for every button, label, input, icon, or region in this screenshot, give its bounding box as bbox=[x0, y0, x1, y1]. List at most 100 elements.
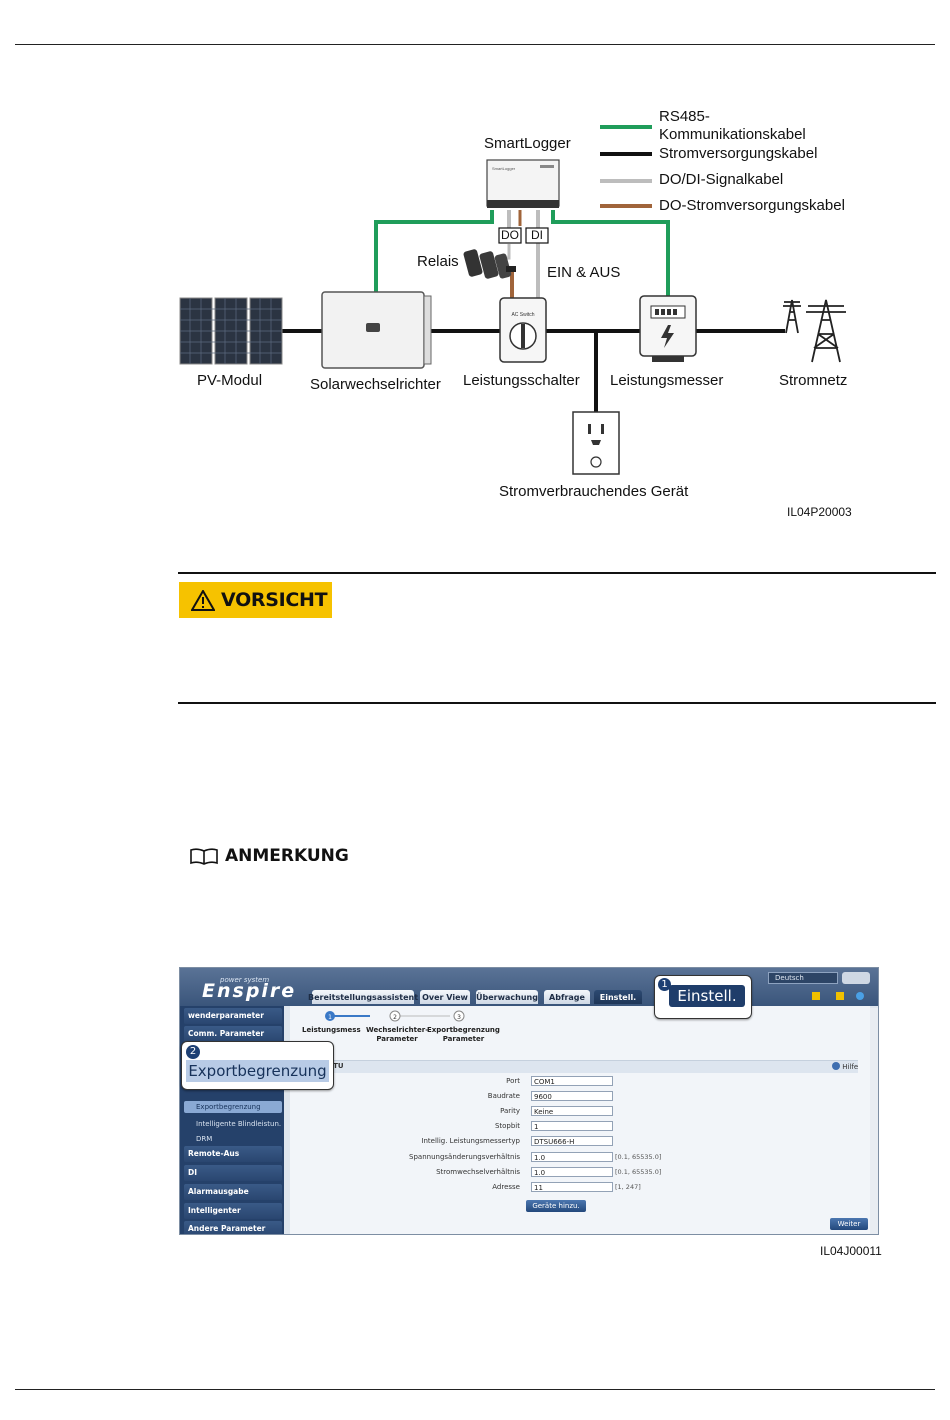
screenshot-code: IL04J00011 bbox=[820, 1244, 882, 1258]
meter-label: Leistungsmesser bbox=[610, 372, 724, 389]
step-2-label: Wechselrichter- Parameter bbox=[366, 1026, 429, 1043]
field-label-stopbit: Stopbit bbox=[494, 1122, 520, 1130]
legend-do-power-label: DO-Stromversorgungskabel bbox=[659, 197, 845, 214]
stopbit-select[interactable]: 1 bbox=[531, 1121, 613, 1131]
callout-2-number: 2 bbox=[186, 1045, 200, 1059]
field-label-current-ratio: Stromwechselverhältnis bbox=[436, 1168, 520, 1176]
callout-1-text: Einstell. bbox=[669, 985, 745, 1007]
rs485-cable-inverter bbox=[374, 210, 494, 298]
callout-export-limitation: 2 Exportbegrenzung bbox=[181, 1041, 334, 1090]
caution-label: VORSICHT bbox=[221, 589, 328, 611]
di-box bbox=[525, 227, 549, 244]
sidebar-sub-export-limitation[interactable]: Exportbegrenzung bbox=[196, 1103, 261, 1111]
legend-rs485-label: RS485- Kommunikationskabel bbox=[659, 108, 806, 143]
do-box bbox=[498, 227, 522, 244]
meter-type-select[interactable]: DTSU666-H bbox=[531, 1136, 613, 1146]
sidebar-item-other-parameters[interactable]: Andere Parameter bbox=[184, 1221, 282, 1234]
grid-label: Stromnetz bbox=[779, 372, 848, 389]
app-header: power system Enspire Bereitstellungsassi… bbox=[180, 968, 878, 1006]
tab-settings[interactable]: Einstell. bbox=[594, 990, 642, 1004]
callout-settings: 1 Einstell. bbox=[654, 975, 752, 1019]
info-status-icon bbox=[856, 992, 864, 1000]
help-label: Hilfe bbox=[842, 1063, 859, 1071]
callout-2-text: Exportbegrenzung bbox=[186, 1060, 329, 1082]
smartlogger-icon: SmartLogger bbox=[486, 159, 560, 208]
circuit-breaker-icon: AC Switch bbox=[499, 297, 547, 363]
step-1-label: Leistungsmess bbox=[302, 1026, 361, 1034]
diagram-code: IL04P20003 bbox=[787, 505, 852, 519]
relay-icon bbox=[463, 249, 516, 279]
relay-label: Relais bbox=[417, 253, 459, 270]
voltage-ratio-range: [0.1, 65535.0] bbox=[615, 1153, 662, 1161]
sidebar-item-remote-off[interactable]: Remote-Aus bbox=[184, 1146, 282, 1162]
step-1-number: 1 bbox=[328, 1014, 332, 1021]
breaker-label: Leistungsschalter bbox=[463, 372, 580, 389]
pv-label: PV-Modul bbox=[197, 372, 263, 389]
header-rule bbox=[15, 44, 935, 45]
warning-status-icon bbox=[812, 992, 820, 1000]
outlet-icon bbox=[572, 411, 620, 475]
tab-overview[interactable]: Over View bbox=[420, 990, 470, 1004]
caution-badge: VORSICHT bbox=[179, 582, 332, 618]
sidebar-item-comm-parameter[interactable]: Comm. Parameter bbox=[184, 1026, 282, 1042]
power-grid-icon bbox=[783, 299, 846, 363]
help-icon bbox=[832, 1062, 840, 1070]
load-label: Stromverbrauchendes Gerät bbox=[499, 483, 689, 500]
meter-icon bbox=[639, 295, 697, 362]
current-ratio-input[interactable]: 1.0 bbox=[531, 1167, 613, 1177]
field-label-address: Adresse bbox=[492, 1183, 520, 1191]
sidebar-item-parameters[interactable]: wenderparameter bbox=[184, 1008, 282, 1024]
port-select[interactable]: COM1 bbox=[531, 1076, 613, 1086]
tab-monitoring[interactable]: Überwachung bbox=[476, 990, 538, 1004]
voltage-ratio-input[interactable]: 1.0 bbox=[531, 1152, 613, 1162]
callout-1-number: 1 bbox=[658, 978, 671, 991]
caution-bottom-rule bbox=[178, 702, 936, 704]
add-device-button[interactable]: Geräte hinzu. bbox=[526, 1200, 586, 1212]
sidebar: wenderparameter Comm. Parameter Exportbe… bbox=[180, 1006, 284, 1234]
address-input[interactable]: 11 bbox=[531, 1182, 613, 1192]
caution-top-rule bbox=[178, 572, 936, 574]
logo-subtitle: power system bbox=[220, 976, 270, 984]
warning-icon bbox=[191, 589, 215, 611]
di-label: DI bbox=[531, 228, 543, 242]
section-title: RTU bbox=[328, 1062, 344, 1070]
step-progress: 1 2 3 bbox=[325, 1010, 465, 1022]
breaker-inner-label: AC Switch bbox=[511, 312, 534, 318]
address-range: [1, 247] bbox=[615, 1183, 641, 1191]
wiring-diagram: SmartLogger AC Switch DO DI bbox=[179, 125, 846, 475]
field-label-voltage-ratio: Spannungsänderungsverhältnis bbox=[409, 1153, 520, 1161]
field-label-parity: Parity bbox=[500, 1107, 520, 1115]
tab-query[interactable]: Abfrage bbox=[544, 990, 590, 1004]
note-heading: ANMERKUNG bbox=[189, 846, 349, 866]
pv-module-icon bbox=[179, 297, 283, 365]
tab-deployment-wizard[interactable]: Bereitstellungsassistent bbox=[308, 990, 418, 1004]
sidebar-item-alarm-output[interactable]: Alarmausgabe bbox=[184, 1184, 282, 1200]
help-link[interactable]: Hilfe bbox=[832, 1062, 858, 1071]
next-button[interactable]: Weiter bbox=[830, 1218, 868, 1230]
footer-rule bbox=[15, 1389, 935, 1390]
baudrate-select[interactable]: 9600 bbox=[531, 1091, 613, 1101]
smartlogger-label: SmartLogger bbox=[484, 135, 571, 152]
sidebar-item-di[interactable]: DI bbox=[184, 1165, 282, 1181]
sidebar-sub-drm[interactable]: DRM bbox=[196, 1135, 213, 1143]
parity-select[interactable]: Keine bbox=[531, 1106, 613, 1116]
content-panel: 1 2 3 Leistungsmess Wechselrichter- Para… bbox=[290, 1006, 870, 1234]
field-label-baudrate: Baudrate bbox=[487, 1092, 520, 1100]
field-label-meter-type: Intellig. Leistungsmessertyp bbox=[421, 1137, 520, 1145]
inverter-icon bbox=[321, 291, 432, 369]
step-3-label: Exportbegrenzung Parameter bbox=[427, 1026, 500, 1043]
enspire-logo: Enspire bbox=[202, 980, 297, 1002]
sidebar-item-tracking[interactable]: Intelligenter Tracking-... bbox=[184, 1203, 282, 1231]
field-label-port: Port bbox=[506, 1077, 520, 1085]
toggle-icon[interactable] bbox=[842, 972, 870, 984]
language-select[interactable]: Deutsch bbox=[768, 972, 838, 984]
scrollbar[interactable] bbox=[870, 1008, 878, 1234]
rs485-cable-meter bbox=[551, 210, 670, 298]
do-label: DO bbox=[501, 228, 519, 242]
book-icon bbox=[190, 848, 218, 865]
alarm-status-icon bbox=[836, 992, 844, 1000]
current-ratio-range: [0.1, 65535.0] bbox=[615, 1168, 662, 1176]
step-2-number: 2 bbox=[393, 1014, 397, 1021]
legend-power-label: Stromversorgungskabel bbox=[659, 145, 818, 162]
sidebar-sub-reactive-power[interactable]: Intelligente Blindleistun. bbox=[196, 1120, 282, 1128]
